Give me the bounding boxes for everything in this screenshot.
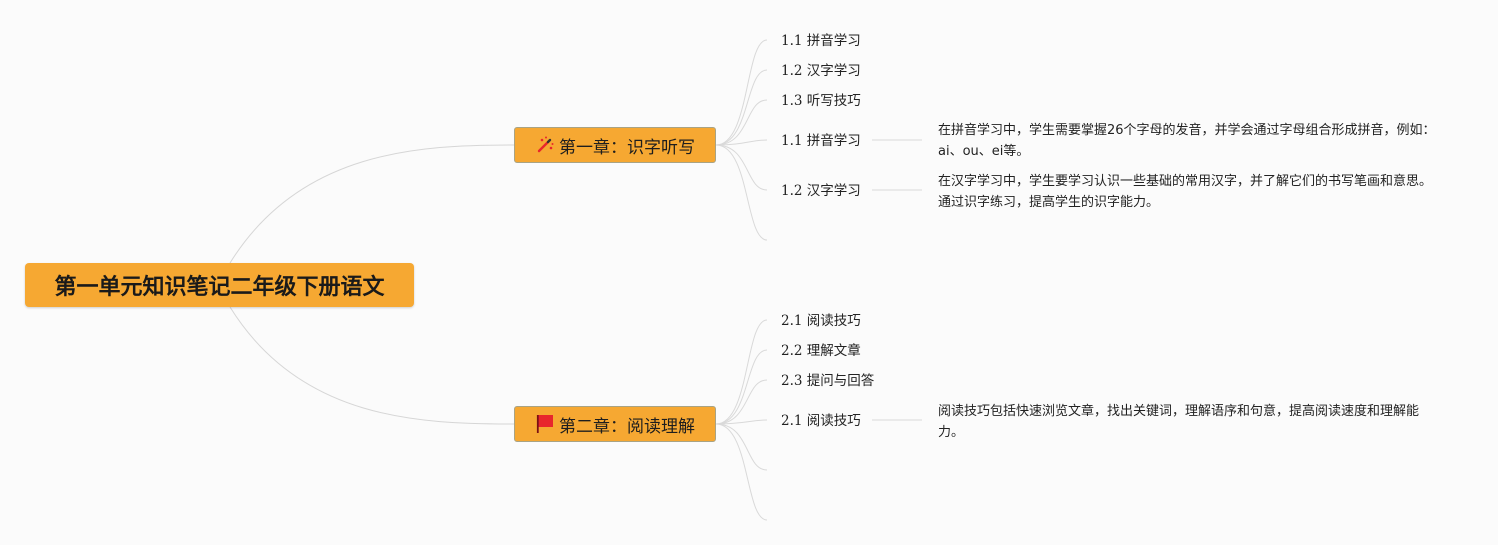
chapter-2-branches — [715, 319, 922, 521]
note-reading: 阅读技巧包括快速浏览文章，找出关键词，理解语序和句意，提高阅读速度和理解能力。 — [938, 404, 1420, 440]
connector-root-chapter-1 — [229, 144, 515, 264]
root-topic[interactable]: 第一单元知识笔记二年级下册语文 — [25, 263, 414, 307]
chapter-1-topic[interactable]: 第一章：识字听写 — [514, 127, 716, 163]
subtopic-1-1-detail[interactable]: 1.1 拼音学习 — [781, 133, 861, 149]
magic-wand-icon — [535, 135, 555, 155]
connector-root-chapter-2 — [229, 306, 515, 425]
subtopic-1-2[interactable]: 1.2 汉字学习 — [781, 63, 861, 79]
chapter-2-label: 第二章：阅读理解 — [559, 416, 695, 437]
note-pinyin: 在拼音学习中，学生需要掌握26个字母的发音，并学会通过字母组合形成拼音，例如：a… — [938, 123, 1436, 159]
subtopic-1-1[interactable]: 1.1 拼音学习 — [781, 33, 861, 49]
subtopic-2-2[interactable]: 2.2 理解文章 — [781, 343, 861, 359]
chapter-1-branches — [715, 39, 922, 241]
chapter-1-label: 第一章：识字听写 — [559, 137, 695, 158]
subtopic-1-3[interactable]: 1.3 听写技巧 — [781, 93, 861, 109]
subtopic-2-3[interactable]: 2.3 提问与回答 — [781, 373, 875, 389]
red-flag-icon — [535, 414, 555, 434]
note-hanzi: 在汉字学习中，学生要学习认识一些基础的常用汉字，并了解它们的书写笔画和意思。通过… — [938, 174, 1433, 210]
subtopic-1-2-detail[interactable]: 1.2 汉字学习 — [781, 183, 861, 199]
subtopic-2-1[interactable]: 2.1 阅读技巧 — [781, 313, 861, 329]
chapter-2-topic[interactable]: 第二章：阅读理解 — [514, 406, 716, 442]
root-topic-label: 第一单元知识笔记二年级下册语文 — [54, 275, 385, 300]
subtopic-2-1-detail[interactable]: 2.1 阅读技巧 — [781, 413, 861, 429]
